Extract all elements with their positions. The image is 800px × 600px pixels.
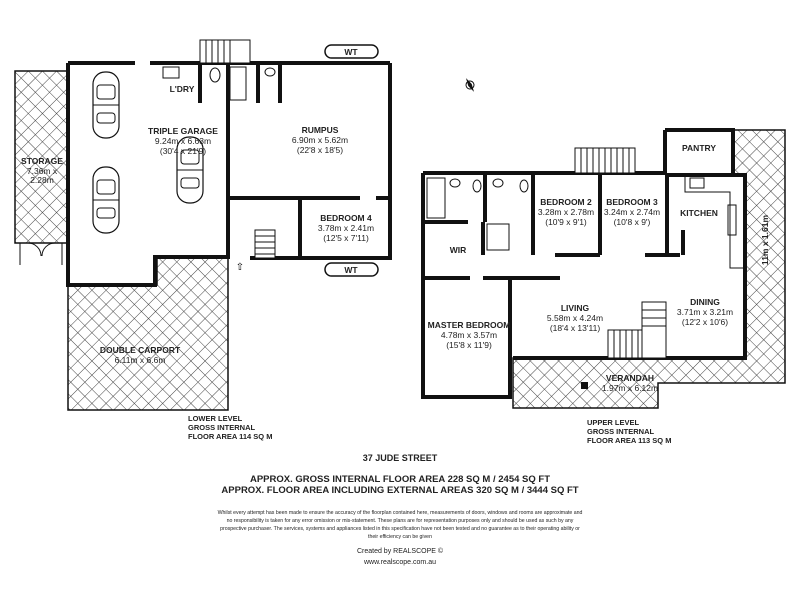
water-tank-label: WT [344,265,358,275]
room-name: LIVING [561,303,590,313]
room-name: VERANDAH [606,373,654,383]
compass-icon [465,78,475,92]
bathroom-walls [198,63,282,103]
room-dimensions: 9.24m x 6.63m [155,136,211,146]
room-name: TRIPLE GARAGE [148,126,218,136]
car-icon [92,71,120,139]
upper-interior-walls [423,173,685,257]
basin [264,67,276,77]
room-dimensions-imperial: 2.28m [30,175,54,185]
shower [229,66,247,101]
total-floor-area: APPROX. FLOOR AREA INCLUDING EXTERNAL AR… [221,485,579,496]
room-name: BEDROOM 2 [540,197,592,207]
room-dimensions-imperial: (10'9 x 9'1) [545,217,587,227]
room-dimensions: 6.90m x 5.62m [292,135,348,145]
toilet [519,179,529,193]
basin [492,178,504,188]
room-name: RUMPUS [302,125,339,135]
street-address: 37 JUDE STREET [362,453,438,463]
room-dimensions: 3.28m x 2.78m [538,207,594,217]
level-caption: LOWER LEVEL [188,414,243,423]
level-caption: GROSS INTERNAL [587,427,655,436]
gross-internal-area: APPROX. GROSS INTERNAL FLOOR AREA 228 SQ… [249,474,550,485]
created-by: Created by REALSCOPE © [356,548,444,555]
storage-area [14,70,69,244]
room-dimensions: 6.11m x 6.6m [115,355,166,365]
room-name: WIR [450,245,467,255]
kitchen-sink [727,204,737,236]
room-name: KITCHEN [680,208,718,218]
room-name: L'DRY [170,84,195,94]
laundry-sink [162,66,180,79]
level-caption: FLOOR AREA 114 SQ M [188,432,272,441]
lower-level-plan: ⇧ WT WT TRIPLE GARAGE 9.24m x 6.63m (30'… [14,39,392,441]
room-name: STORAGE [21,156,63,166]
shower [486,223,510,251]
water-tank: WT [324,44,379,59]
room-dimensions: 4.78m x 3.57m [441,330,497,340]
car-icon [92,166,120,234]
disclaimer: Whilst every attempt has been made to en… [217,510,583,540]
entry-arrow-icon: ⇧ [236,262,244,273]
storage-doors [19,242,63,265]
room-name: DOUBLE CARPORT [100,345,181,355]
room-name: BEDROOM 4 [320,213,372,223]
room-dimensions: 5.58m x 4.24m [547,313,603,323]
room-dimensions: 3.71m x 3.21m [677,307,733,317]
toilet [472,179,482,193]
basin [449,178,461,188]
website-url: www.realscope.com.au [364,559,436,566]
room-dimensions: 1.97m x 6.12m [602,383,658,393]
room-dimensions: 3.24m x 2.74m [604,207,660,217]
level-caption: UPPER LEVEL [587,418,640,427]
room-dimensions-imperial: (12'2 x 10'6) [682,317,728,327]
room-name: MASTER BEDROOM [428,320,511,330]
floorplan: ⇧ WT WT TRIPLE GARAGE 9.24m x 6.63m (30'… [14,39,786,445]
cooktop [689,177,705,189]
room-dimensions: 3.78m x 2.41m [318,223,374,233]
deck-dimensions: 11m x 1.61m [760,215,770,266]
room-dimensions-imperial: (10'8 x 9') [614,217,651,227]
room-dimensions-imperial: (15'8 x 11'9) [446,340,492,350]
room-dimensions: 7.36m x [27,166,58,176]
shower [426,177,446,219]
room-name: PANTRY [682,143,716,153]
level-caption: GROSS INTERNAL [188,423,256,432]
water-tank-label: WT [344,47,358,57]
stairs-icon [199,39,276,259]
stairs-icon [574,147,667,359]
post [581,382,588,389]
kitchen-bench [684,175,745,269]
room-dimensions-imperial: (22'8 x 18'5) [297,145,343,155]
upper-level-plan: PANTRY BEDROOM 2 3.28m x 2.78m (10'9 x 9… [421,128,786,445]
room-dimensions-imperial: (18'4 x 13'11) [550,323,601,333]
water-tank: WT [324,262,379,277]
room-name: DINING [690,297,720,307]
room-dimensions-imperial: (30'4 x 21'9) [160,146,206,156]
room-name: BEDROOM 3 [606,197,658,207]
double-carport-area [67,256,229,411]
room-dimensions-imperial: (12'5 x 7'11) [323,233,369,243]
toilet [209,67,221,83]
level-caption: FLOOR AREA 113 SQ M [587,436,671,445]
